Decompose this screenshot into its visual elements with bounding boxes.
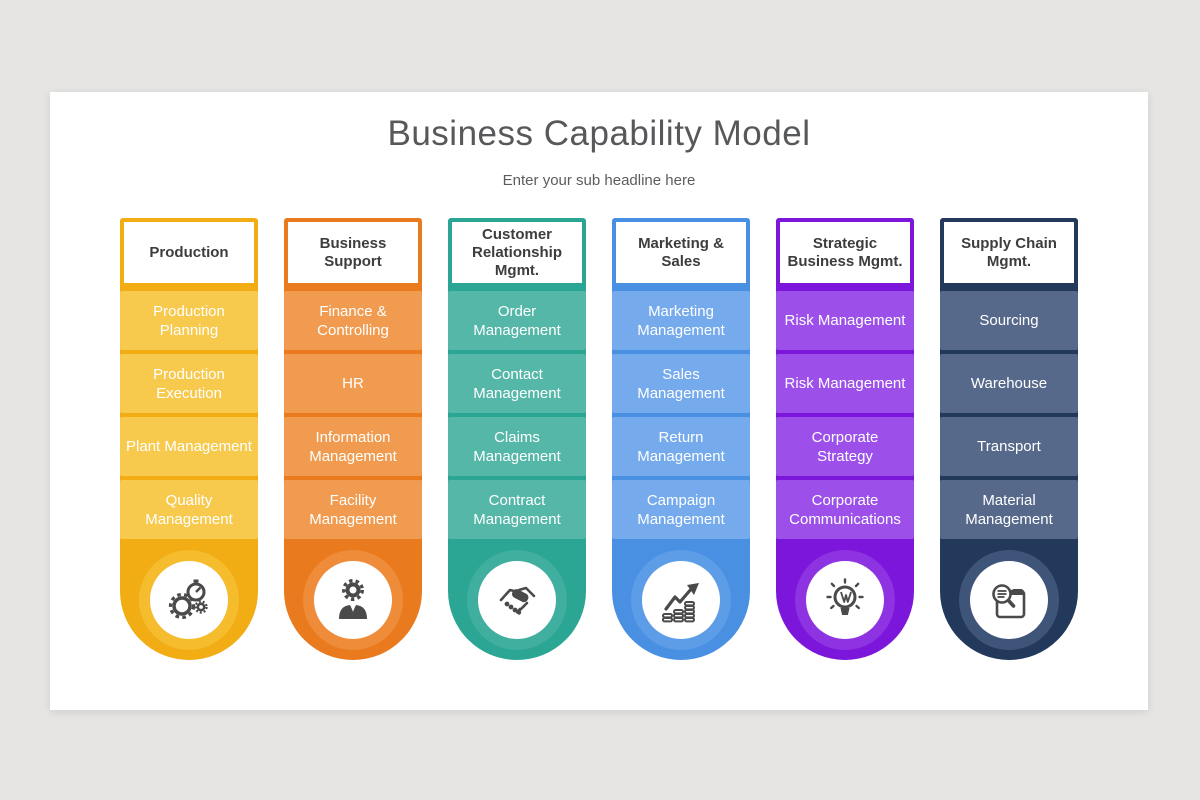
- capability-item-label: HR: [342, 375, 364, 392]
- gears-stopwatch-icon: [168, 579, 208, 620]
- capability-item: Warehouse: [940, 354, 1078, 413]
- capability-item-label: Contract Management: [473, 491, 561, 528]
- capability-item-label: Quality Management: [145, 491, 233, 528]
- capability-item-label: Claims Management: [473, 428, 561, 465]
- column-title: Production: [149, 243, 229, 261]
- capability-item-label: Order Management: [473, 302, 561, 339]
- capability-item-label: Finance & Controlling: [317, 302, 389, 339]
- column-header: Marketing & Sales: [612, 218, 750, 287]
- column-supply-chain: Supply Chain Mgmt. Sourcing Warehouse Tr…: [940, 218, 1078, 660]
- growth-chart-icon: [662, 583, 699, 623]
- capability-item: Campaign Management: [612, 480, 750, 539]
- capability-item: Quality Management: [120, 480, 258, 539]
- column-header: Strategic Business Mgmt.: [776, 218, 914, 287]
- capability-item: Risk Management: [776, 291, 914, 350]
- capability-item: Contract Management: [448, 480, 586, 539]
- icon-circle: [806, 561, 884, 639]
- column-title: Supply Chain Mgmt.: [961, 234, 1057, 270]
- column-header: Business Support: [284, 218, 422, 287]
- capability-item-label: Facility Management: [309, 491, 397, 528]
- capability-item: Return Management: [612, 417, 750, 476]
- column-strategic-business: Strategic Business Mgmt. Risk Management…: [776, 218, 914, 660]
- capability-item-label: Marketing Management: [637, 302, 725, 339]
- icon-ring: [139, 550, 239, 650]
- capability-item-label: Risk Management: [784, 375, 906, 392]
- icon-circle: [970, 561, 1048, 639]
- capability-item: Production Planning: [120, 291, 258, 350]
- capability-item: Sourcing: [940, 291, 1078, 350]
- capability-item: Transport: [940, 417, 1078, 476]
- capability-item-label: Information Management: [309, 428, 397, 465]
- capability-item-label: Production Execution: [153, 365, 225, 402]
- icon-ring: [303, 550, 403, 650]
- capability-item-label: Plant Management: [126, 438, 252, 455]
- capability-item-label: Return Management: [637, 428, 725, 465]
- column-production: Production Production Planning Productio…: [120, 218, 258, 660]
- capability-item-label: Corporate Communications: [789, 491, 901, 528]
- capability-item: Facility Management: [284, 480, 422, 539]
- column-business-support: Business Support Finance & Controlling H…: [284, 218, 422, 660]
- icon-circle: [314, 561, 392, 639]
- column-title: Marketing & Sales: [638, 234, 724, 270]
- capability-item: HR: [284, 354, 422, 413]
- capability-item-label: Material Management: [965, 491, 1053, 528]
- manager-gear-icon: [339, 578, 367, 619]
- capability-item: Risk Management: [776, 354, 914, 413]
- capability-item: Claims Management: [448, 417, 586, 476]
- capability-item: Material Management: [940, 480, 1078, 539]
- column-marketing-sales: Marketing & Sales Marketing Management S…: [612, 218, 750, 660]
- capability-item-label: Sourcing: [979, 312, 1039, 329]
- document-search-icon: [992, 584, 1026, 619]
- icon-circle: [478, 561, 556, 639]
- column-header: Customer Relationship Mgmt.: [448, 218, 586, 287]
- capability-item-label: Corporate Strategy: [811, 428, 879, 465]
- page-title: Business Capability Model: [387, 114, 811, 153]
- capability-item: Finance & Controlling: [284, 291, 422, 350]
- capability-item: Production Execution: [120, 354, 258, 413]
- capability-item: Marketing Management: [612, 291, 750, 350]
- capability-item-label: Sales Management: [637, 365, 725, 402]
- capability-item: Contact Management: [448, 354, 586, 413]
- icon-ring: [959, 550, 1059, 650]
- column-title: Business Support: [319, 234, 387, 270]
- column-title: Customer Relationship Mgmt.: [471, 225, 562, 279]
- capability-item-label: Production Planning: [153, 302, 225, 339]
- column-header: Supply Chain Mgmt.: [940, 218, 1078, 287]
- icon-ring: [631, 550, 731, 650]
- icon-circle: [642, 561, 720, 639]
- capability-item-label: Transport: [977, 438, 1041, 455]
- icon-ring: [467, 550, 567, 650]
- lightbulb-icon: [826, 578, 864, 615]
- capability-item-label: Warehouse: [970, 375, 1048, 392]
- icon-circle: [150, 561, 228, 639]
- slide: Business Capability Model Enter your sub…: [50, 92, 1148, 710]
- column-title: Strategic Business Mgmt.: [787, 234, 903, 270]
- capability-item: Corporate Communications: [776, 480, 914, 539]
- capability-item-label: Risk Management: [784, 312, 906, 329]
- column-customer-relationship: Customer Relationship Mgmt. Order Manage…: [448, 218, 586, 660]
- page-subtitle: Enter your sub headline here: [502, 172, 696, 189]
- capability-item: Order Management: [448, 291, 586, 350]
- handshake-icon: [499, 586, 536, 615]
- capability-item-label: Contact Management: [473, 365, 561, 402]
- capability-item-label: Campaign Management: [637, 491, 725, 528]
- column-header: Production: [120, 218, 258, 287]
- icon-ring: [795, 550, 895, 650]
- capability-item: Plant Management: [120, 417, 258, 476]
- capability-item: Sales Management: [612, 354, 750, 413]
- capability-item: Corporate Strategy: [776, 417, 914, 476]
- capability-item: Information Management: [284, 417, 422, 476]
